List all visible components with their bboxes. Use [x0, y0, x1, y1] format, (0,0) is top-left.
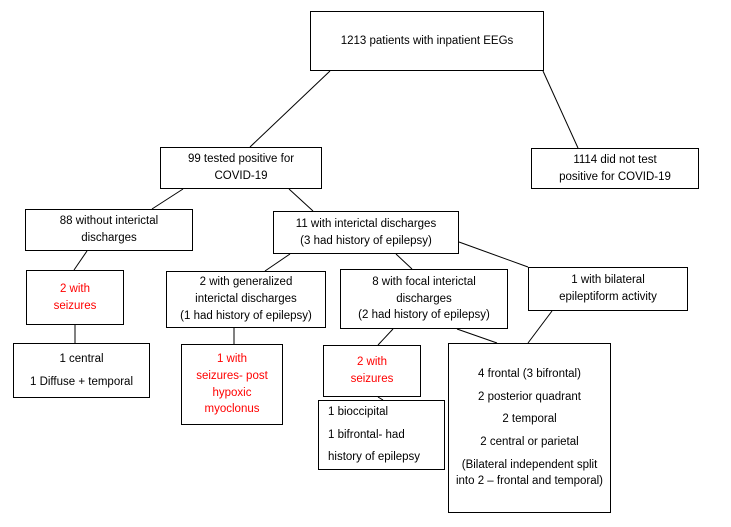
node-text-line: 4 frontal (3 bifrontal) [478, 367, 581, 380]
node-text-line: positive for COVID-19 [559, 170, 671, 183]
edge-no-discharges-to-seizures [73, 250, 88, 271]
node-text-line: 1 bioccipital [328, 406, 389, 418]
node-text-line: history of epilepsy [328, 451, 421, 464]
edge-focal-to-locations [456, 328, 498, 344]
node-text-line: 8 with focal interictal [372, 275, 476, 288]
node-focal-interictal-discharges: 8 with focal interictal discharges (2 had … [340, 269, 508, 329]
node-text-line: 1 central [59, 352, 104, 365]
node-text-line: 1 Diffuse + temporal [29, 375, 134, 388]
node-text-line: (Bilateral independent split into 2 – fr… [455, 458, 604, 488]
node-seizures-without-discharges: 2 with seizures [26, 270, 124, 325]
node-text-line: 2 central or parietal [480, 436, 579, 448]
edge-with-discharges-to-focal [395, 253, 413, 270]
node-covid-negative: 1114 did not test positive for COVID-19 [531, 148, 699, 189]
node-bioccipital-bifrontal-detail: 1 bioccipital 1 bifrontal- had history of … [318, 400, 445, 470]
node-text-line: (1 had history of epilepsy) [180, 309, 312, 322]
edge-total-to-negative [542, 70, 579, 149]
node-text-line: 1 bifrontal- had [328, 428, 405, 441]
node-text-line: 1213 patients with inpatient EEGs [340, 34, 514, 47]
edge-focal-to-seizures [377, 328, 394, 346]
node-text-line: 2 with [59, 282, 91, 295]
node-text-line: 11 with interictal discharges [295, 217, 437, 230]
node-central-diffuse-temporal: 1 central 1 Diffuse + temporal [13, 343, 150, 398]
node-text-line: 88 without interictal [59, 215, 159, 228]
edge-total-to-positive [249, 70, 331, 148]
edge-positive-to-with-discharges [288, 188, 314, 212]
node-text-line: seizures [350, 373, 394, 385]
node-generalized-interictal-discharges: 2 with generalized interictal discharges (… [166, 271, 326, 328]
edge-with-discharges-to-bilateral [458, 241, 529, 268]
node-text-line: COVID-19 [214, 170, 268, 182]
node-seizures-post-hypoxic-myoclonus: 1 with seizures- post hypoxic myoclonus [181, 344, 283, 425]
node-text-line: 2 with [356, 356, 388, 369]
node-text-line: seizures [53, 299, 97, 312]
node-text-line: discharges [396, 292, 452, 305]
node-text-line: 1114 did not test [573, 153, 657, 166]
node-text-line: myoclonus [204, 403, 260, 416]
node-text-line: (2 had history of epilepsy) [358, 309, 490, 322]
node-total-patients: 1213 patients with inpatient EEGs [310, 11, 544, 71]
node-text-line: (3 had history of epilepsy) [300, 234, 432, 247]
node-text-line: epileptiform activity [559, 291, 657, 303]
edge-bilateral-to-locations [527, 310, 553, 344]
node-focal-locations-detail: 4 frontal (3 bifrontal) 2 posterior quadr… [448, 343, 611, 513]
node-text-line: 2 temporal [502, 413, 557, 426]
node-seizures-focal: 2 with seizures [323, 345, 421, 397]
node-text-line: 2 with generalized [199, 276, 293, 289]
node-text-line: interictal discharges [195, 293, 297, 306]
node-text-line: discharges [81, 232, 137, 244]
node-text-line: hypoxic [212, 386, 252, 399]
node-text-line: 1 with [216, 353, 248, 366]
edge-with-discharges-to-generalized [264, 253, 291, 272]
node-bilateral-epileptiform-activity: 1 with bilateral epileptiform activity [528, 267, 688, 311]
node-with-interictal-discharges: 11 with interictal discharges (3 had hist… [273, 211, 459, 254]
edge-positive-to-no-discharges [151, 188, 184, 210]
node-text-line: 1 with bilateral [571, 274, 645, 287]
node-without-interictal-discharges: 88 without interictal discharges [25, 209, 193, 251]
edge-seizures-focal-to-bioccipital [377, 396, 384, 401]
node-text-line: 99 tested positive for [187, 153, 295, 166]
node-text-line: seizures- post [196, 369, 268, 382]
node-text-line: 2 posterior quadrant [478, 390, 581, 403]
